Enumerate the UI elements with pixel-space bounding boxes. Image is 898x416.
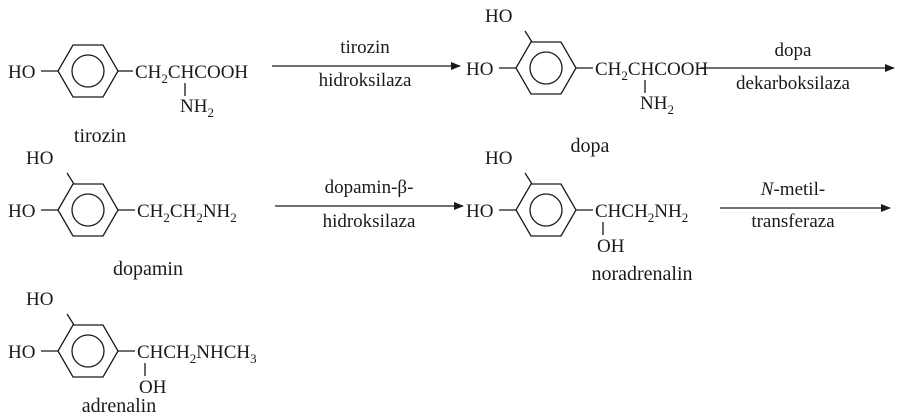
ho-group: HO <box>26 148 53 169</box>
compound-name: dopamin <box>113 258 183 280</box>
compound-adrenalin: HO HO CHCH2NHCH3 OH adrenalin <box>8 289 257 416</box>
enzyme-label-top: dopamin-β- <box>325 177 414 198</box>
compound-tirozin: HO CH2CHCOOH NH2 tirozin <box>8 44 248 147</box>
benzene-ring <box>515 183 577 237</box>
benzene-ring <box>515 41 577 95</box>
compound-name: dopa <box>571 135 610 157</box>
side-chain: CH2CHCOOH <box>135 62 248 86</box>
reaction-arrow-1: tirozin hidroksilaza <box>272 37 461 91</box>
bond <box>524 30 533 43</box>
compound-dopa: HO HO CH2CHCOOH NH2 dopa <box>466 6 708 157</box>
reaction-arrow-4: N-metil- transferaza <box>720 179 891 232</box>
enzyme-label-top: tirozin <box>340 37 390 58</box>
compound-name: noradrenalin <box>591 263 692 285</box>
enzyme-label-bottom: transferaza <box>751 211 835 232</box>
ho-group: HO <box>466 201 493 222</box>
side-chain: CH2CHCOOH <box>595 59 708 83</box>
ho-group: HO <box>485 148 512 169</box>
compound-noradrenalin: HO HO CHCH2NH2 OH noradrenalin <box>466 148 693 285</box>
reaction-arrow-2: dopa dekarboksilaza <box>700 40 895 94</box>
compound-name: adrenalin <box>82 395 156 416</box>
enzyme-label-top: dopa <box>775 40 813 61</box>
ho-group: HO <box>466 59 493 80</box>
compound-dopamin: HO HO CH2CH2NH2 dopamin <box>8 148 237 280</box>
benzene-ring <box>57 44 119 98</box>
amino-group: NH2 <box>180 96 214 120</box>
bond <box>66 313 75 326</box>
hydroxyl-group: OH <box>597 236 625 257</box>
ho-group: HO <box>8 62 35 83</box>
side-chain: CHCH2NHCH3 <box>137 342 257 366</box>
benzene-ring <box>57 183 119 237</box>
bond <box>66 172 75 185</box>
enzyme-label-bottom: hidroksilaza <box>319 70 412 91</box>
enzyme-label-top: N-metil- <box>760 179 825 200</box>
amino-group: NH2 <box>640 93 674 117</box>
ho-group: HO <box>26 289 53 310</box>
side-chain: CH2CH2NH2 <box>137 201 237 225</box>
compound-name: tirozin <box>74 125 126 147</box>
enzyme-label-bottom: hidroksilaza <box>323 211 416 232</box>
bond <box>524 172 533 185</box>
ho-group: HO <box>8 201 35 222</box>
reaction-arrow-3: dopamin-β- hidroksilaza <box>275 177 464 232</box>
benzene-ring <box>57 324 119 378</box>
hydroxyl-group: OH <box>139 377 167 398</box>
ho-group: HO <box>8 342 35 363</box>
enzyme-label-bottom: dekarboksilaza <box>736 73 851 94</box>
side-chain: CHCH2NH2 <box>595 201 688 225</box>
ho-group: HO <box>485 6 512 27</box>
